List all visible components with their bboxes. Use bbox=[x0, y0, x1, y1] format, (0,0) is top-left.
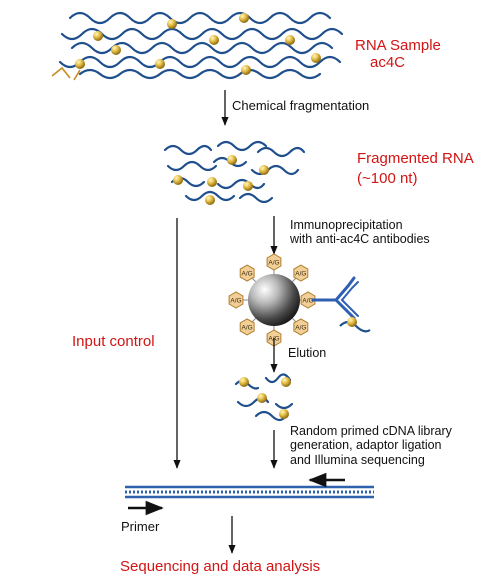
ac4c-ball bbox=[347, 317, 357, 327]
rna-strand bbox=[78, 68, 322, 80]
protein-ag-ligands: A/GA/GA/GA/GA/GA/GA/GA/G bbox=[228, 253, 316, 347]
ac4c-ball bbox=[75, 59, 85, 69]
rna-sample-label: RNA Sample bbox=[355, 37, 441, 54]
rna-strand bbox=[58, 55, 342, 69]
library-prep-label: Random primed cDNA library generation, a… bbox=[290, 424, 452, 467]
rna-fragment bbox=[250, 164, 300, 176]
rna-strand bbox=[68, 11, 332, 25]
ligand-hexagon bbox=[239, 264, 255, 282]
rna-fragment bbox=[216, 140, 268, 152]
input-control-label: Input control bbox=[72, 333, 155, 350]
magnetic-bead bbox=[248, 274, 300, 326]
ac4c-ball bbox=[155, 59, 165, 69]
ac4c-ball bbox=[227, 155, 237, 165]
protein-ag-ligand: A/G bbox=[300, 291, 316, 309]
protein-ag-ligand: A/G bbox=[239, 264, 255, 282]
rna-fragment bbox=[163, 144, 213, 156]
ac4c-label: ac4C bbox=[370, 54, 406, 71]
ac4c-ball bbox=[93, 31, 103, 41]
ligand-label: A/G bbox=[230, 298, 241, 305]
ac4c-ball bbox=[111, 45, 121, 55]
rna-tail-graphic bbox=[51, 66, 81, 81]
fragment-ac4c-modifications bbox=[173, 155, 269, 205]
rna-fragment bbox=[184, 190, 236, 202]
eluted-ac4c-modifications bbox=[239, 377, 291, 419]
ac4c-ball bbox=[205, 195, 215, 205]
protein-ag-ligand: A/G bbox=[266, 253, 282, 271]
ac4c-ball bbox=[241, 65, 251, 75]
rna-tail bbox=[73, 69, 81, 81]
sequencing-analysis-label: Sequencing and data analysis bbox=[120, 558, 321, 575]
rna-fragment bbox=[256, 146, 306, 158]
ac4c-ball bbox=[239, 13, 249, 23]
ligand-hexagon bbox=[293, 318, 309, 336]
ac4c-ball bbox=[279, 409, 289, 419]
ligand-label: A/G bbox=[302, 298, 313, 305]
ligand-label: A/G bbox=[268, 260, 279, 267]
ac4c-ball bbox=[207, 177, 217, 187]
protein-ag-ligand: A/G bbox=[239, 318, 255, 336]
ac4c-ball bbox=[243, 181, 253, 191]
protein-ag-ligand: A/G bbox=[293, 318, 309, 336]
ligand-hexagon bbox=[293, 264, 309, 282]
rna-strand bbox=[70, 41, 334, 55]
rna-fragment bbox=[238, 192, 274, 204]
antibody-arm bbox=[341, 299, 359, 317]
chemical-fragmentation-label: Chemical fragmentation bbox=[232, 98, 370, 113]
ac4c-ball bbox=[257, 393, 267, 403]
ac4c-modifications bbox=[75, 13, 321, 75]
antibody-graphic bbox=[311, 276, 359, 320]
ligand-hexagon bbox=[300, 291, 316, 309]
ligand-label: A/G bbox=[242, 324, 253, 331]
ac4c-ball bbox=[209, 35, 219, 45]
ac4c-ball bbox=[167, 19, 177, 29]
ac4c-ball bbox=[285, 35, 295, 45]
ligand-label: A/G bbox=[242, 271, 253, 278]
dna-duplex-graphic bbox=[125, 485, 374, 499]
rna-fragment bbox=[254, 410, 288, 422]
antibody-arm bbox=[341, 281, 359, 301]
rna-fragment bbox=[216, 178, 266, 190]
ac4c-ball bbox=[281, 377, 291, 387]
ac4c-ball bbox=[173, 175, 183, 185]
rna-strand bbox=[60, 27, 344, 41]
antibody-arm bbox=[334, 276, 356, 302]
rna-fragment bbox=[264, 373, 292, 384]
rna-fragment bbox=[274, 402, 294, 410]
protein-ag-ligand: A/G bbox=[228, 291, 244, 309]
primer-label: Primer bbox=[121, 519, 160, 534]
ac4c-ball bbox=[239, 377, 249, 387]
rna-fragment bbox=[166, 160, 218, 172]
ligand-hexagon bbox=[228, 291, 244, 309]
rna-tail bbox=[51, 66, 71, 79]
ligand-hexagon bbox=[239, 318, 255, 336]
bound-rna-fragment bbox=[339, 320, 371, 333]
antibody-arm bbox=[334, 298, 356, 320]
ac4c-ball bbox=[259, 165, 269, 175]
bead-graphic: A/GA/GA/GA/GA/GA/GA/GA/G bbox=[228, 253, 371, 347]
fragmented-rna-label: Fragmented RNA bbox=[357, 150, 474, 167]
fragment-length-label: (~100 nt) bbox=[357, 170, 418, 187]
ligand-hexagon bbox=[266, 253, 282, 271]
ac4c-ball bbox=[311, 53, 321, 63]
rna-sample-graphic bbox=[58, 11, 344, 80]
immunoprecipitation-label: Immunoprecipitation with anti-ac4C antib… bbox=[290, 218, 430, 247]
ligand-label: A/G bbox=[295, 324, 306, 331]
ligand-label: A/G bbox=[295, 271, 306, 278]
fragmented-rna-graphic bbox=[163, 140, 306, 204]
elution-label: Elution bbox=[288, 346, 327, 360]
protein-ag-ligand: A/G bbox=[293, 264, 309, 282]
